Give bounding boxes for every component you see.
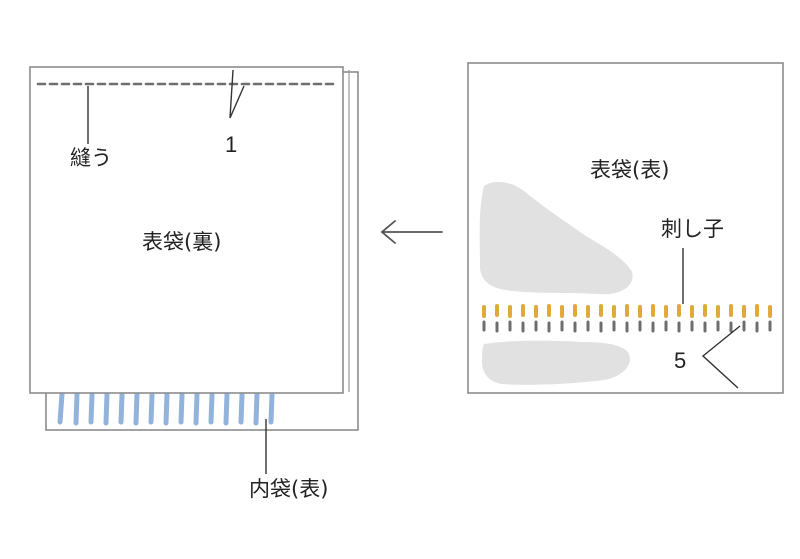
- label-sashiko: 刺し子: [661, 217, 724, 241]
- sashiko-stitches: [482, 304, 772, 318]
- outer-bag-back-outline: [29, 66, 344, 394]
- label-stitch-offset: 5: [674, 348, 687, 373]
- seam-allowance-leader: [229, 69, 245, 119]
- inner-bag-stripes: [57, 391, 275, 426]
- label-outer-bag-back: 表袋(裏): [142, 230, 222, 254]
- stitch-offset-leader: [701, 325, 741, 389]
- left-panel: [29, 66, 359, 474]
- watercolor-patch-lower: [482, 340, 630, 385]
- label-sew: 縫う: [70, 146, 112, 170]
- arrow-left-icon: [380, 220, 443, 244]
- right-panel: [467, 62, 784, 394]
- watercolor-patch-upper: [479, 181, 633, 295]
- label-outer-bag-front: 表袋(表): [590, 158, 670, 182]
- guide-stitches: [482, 320, 772, 333]
- label-inner-bag-front: 内袋(表): [249, 477, 329, 501]
- label-seam-allowance: 1: [225, 132, 238, 157]
